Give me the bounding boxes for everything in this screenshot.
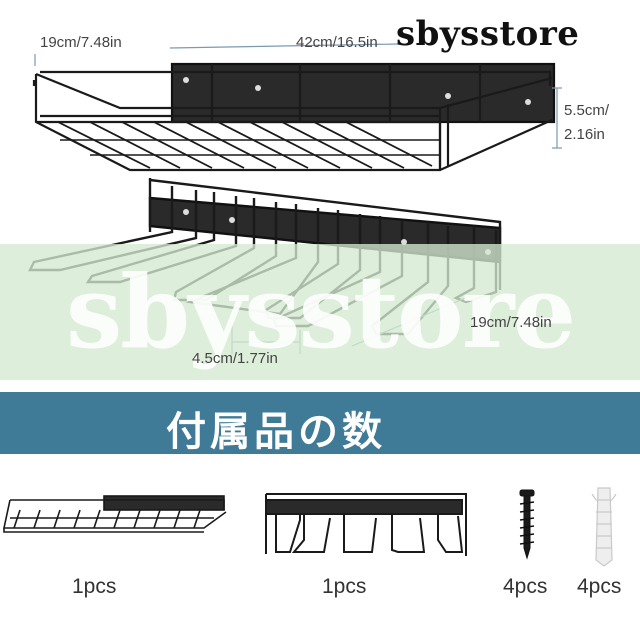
watermark-text: sbysstore [65, 253, 576, 371]
anchor-quantity: 4pcs [577, 575, 622, 598]
wall-anchor-icon [591, 487, 617, 567]
banner-title: 付属品の数 [166, 409, 386, 455]
shelf-length-label: 42cm/16.5in [296, 34, 378, 51]
rack-spacing-label: 4.5cm/1.77in [192, 350, 278, 367]
shelf-quantity: 1pcs [72, 575, 117, 598]
brand-logo: sbysstore [396, 14, 580, 54]
shelf-depth-label: 19cm/7.48in [40, 34, 122, 51]
wire-shelf-drawing [32, 62, 556, 172]
shelf-height-label-line2: 2.16in [564, 126, 605, 143]
screw-quantity: 4pcs [503, 575, 548, 598]
rack-quantity: 1pcs [322, 575, 367, 598]
shelf-height-label-line1: 5.5cm/ [564, 102, 610, 119]
rack-arm-length-label: 19cm/7.48in [470, 314, 552, 331]
shelf-thumbnail [3, 495, 227, 533]
watermark-band [0, 244, 640, 380]
accessories-banner [0, 392, 640, 454]
screw-icon [519, 489, 535, 560]
rack-thumbnail [265, 493, 467, 556]
dimension-lines-shelf [34, 43, 562, 149]
